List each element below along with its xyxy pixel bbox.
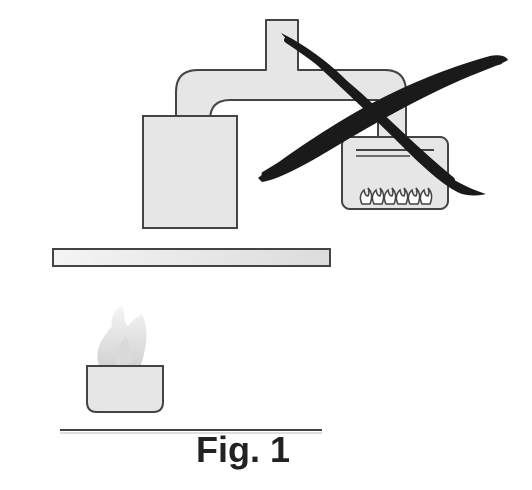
exhaust-duct: [175, 19, 407, 139]
figure-caption: Fig. 1: [196, 429, 291, 470]
cross-x-icon: [258, 33, 508, 196]
cooking-pot: [86, 365, 164, 413]
steam-icon: [97, 306, 147, 368]
shelf: [52, 248, 331, 267]
flame-icon: [359, 187, 433, 205]
hob-line: [60, 429, 322, 434]
extractor-hood: [142, 115, 238, 229]
